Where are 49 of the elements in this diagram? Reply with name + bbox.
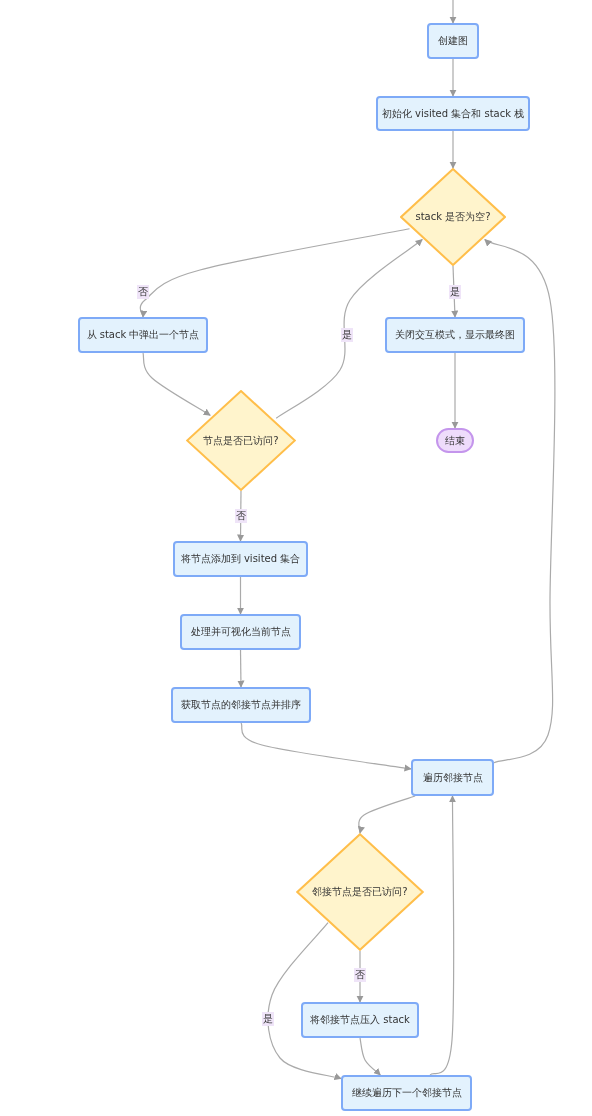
process-box <box>385 317 525 353</box>
process-box <box>180 614 301 650</box>
node-label: 邻接节点是否已访问? <box>312 885 408 899</box>
process-box <box>411 759 494 796</box>
process-box <box>427 23 479 59</box>
edge-label: 是 <box>341 328 353 342</box>
arrow <box>138 228 411 318</box>
process-box <box>171 687 311 723</box>
decision-diamond <box>186 390 296 491</box>
node-label: 节点是否已访问? <box>203 433 279 448</box>
node-label: 关闭交互模式，显示最终图 <box>395 328 515 342</box>
arrow <box>356 795 416 834</box>
node-label: 获取节点的邻接节点并排序 <box>181 698 301 712</box>
node-label: 将节点添加到 visited 集合 <box>180 552 301 566</box>
edge-label: 否 <box>137 285 149 299</box>
edge-label: 否 <box>354 968 366 982</box>
terminal-node <box>436 428 474 453</box>
decision-diamond <box>296 833 424 951</box>
node-label: 继续遍历下一个邻接节点 <box>351 1086 462 1100</box>
arrow <box>142 352 211 416</box>
arrow <box>429 795 457 1076</box>
arrow <box>237 649 245 688</box>
edge-label: 是 <box>449 285 461 299</box>
arrow <box>484 238 556 764</box>
process-box <box>341 1075 472 1111</box>
edge-label: 否 <box>235 509 247 523</box>
arrow <box>451 352 459 429</box>
arrow <box>449 130 457 169</box>
decision-diamond <box>400 168 506 266</box>
process-box <box>78 317 208 353</box>
node-label: 创建图 <box>438 34 468 48</box>
process-box <box>301 1002 419 1038</box>
node-label: 处理并可视化当前节点 <box>190 625 291 639</box>
arrow <box>359 1037 381 1076</box>
node-label: 将邻接节点压入 stack <box>310 1013 410 1027</box>
arrow <box>236 576 245 615</box>
node-label: 初始化 visited 集合和 stack 栈 <box>381 106 525 121</box>
arrow <box>449 0 457 24</box>
node-label: 遍历邻接节点 <box>422 770 483 785</box>
process-box <box>173 541 308 577</box>
arrow <box>275 238 423 419</box>
edge-label: 是 <box>262 1012 274 1026</box>
arrow <box>267 922 342 1081</box>
process-box <box>376 96 530 131</box>
arrow <box>449 58 457 97</box>
node-label: stack 是否为空? <box>415 210 491 224</box>
node-label: 从 stack 中弹出一个节点 <box>86 328 200 342</box>
arrow <box>240 722 412 772</box>
node-label: 结束 <box>445 433 465 448</box>
